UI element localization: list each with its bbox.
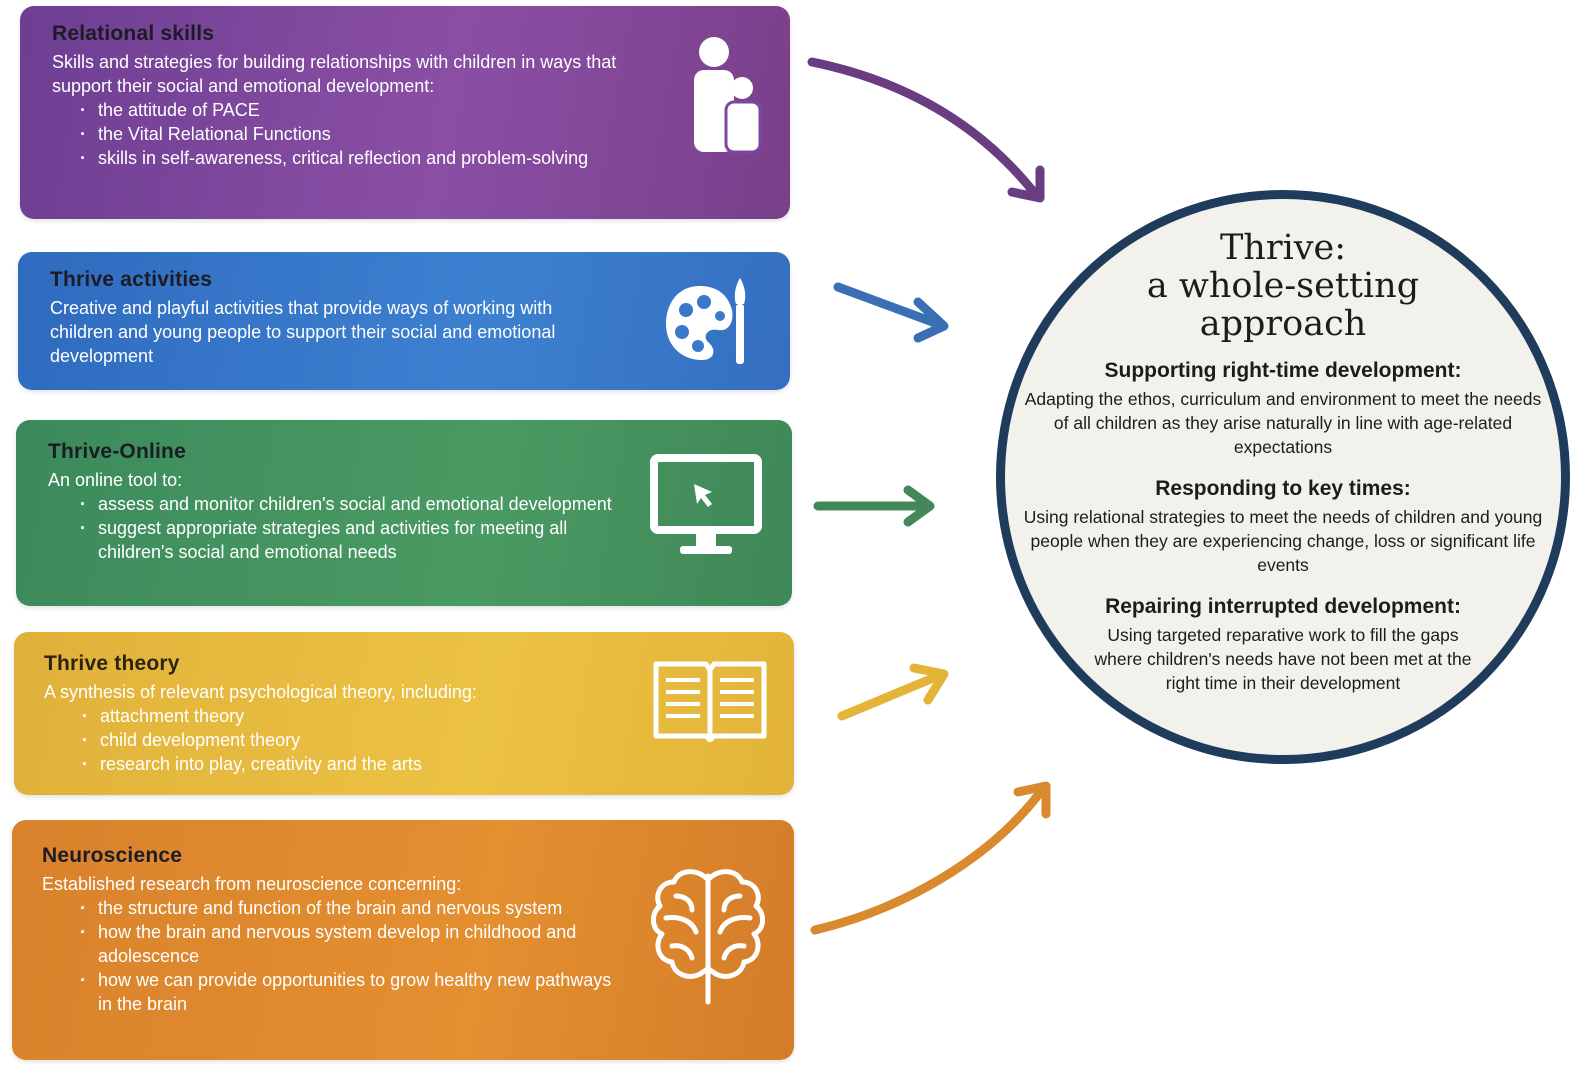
list-item: skills in self-awareness, critical refle… xyxy=(80,146,620,170)
thrive-approach-circle: Thrive: a whole-setting approach Support… xyxy=(996,190,1570,764)
panel-title: Relational skills xyxy=(52,22,215,45)
circle-title-line: Thrive: xyxy=(1219,228,1347,268)
circle-title-line: a whole-setting xyxy=(1146,266,1420,306)
section-heading: Repairing interrupted development: xyxy=(1105,595,1461,618)
palette-and-brush-icon xyxy=(664,276,750,371)
panel-intro: Established research from neuroscience c… xyxy=(42,874,462,894)
circle-title: Thrive: a whole-setting approach xyxy=(1065,229,1501,343)
arrow-relational xyxy=(807,57,1037,195)
list-item: attachment theory xyxy=(82,704,624,728)
circle-title-line: approach xyxy=(1199,304,1367,344)
section-text: Using targeted reparative work to fill t… xyxy=(1094,625,1472,693)
list-item: the structure and function of the brain … xyxy=(80,896,624,920)
section-text: Adapting the ethos, curriculum and envir… xyxy=(1024,389,1542,457)
panel-intro: An online tool to: xyxy=(48,470,183,490)
computer-monitor-icon xyxy=(650,454,762,563)
list-item: the attitude of PACE xyxy=(80,98,620,122)
panel-intro: A synthesis of relevant psychological th… xyxy=(44,682,477,702)
arrowhead-activities xyxy=(913,297,949,343)
circle-section-right-time: Supporting right-time development: Adapt… xyxy=(1023,359,1543,459)
open-book-icon xyxy=(652,658,768,747)
arrowhead-relational xyxy=(1007,165,1045,203)
list-item: how the brain and nervous system develop… xyxy=(80,920,624,968)
list-item: the Vital Relational Functions xyxy=(80,122,620,146)
bullet-list: the attitude of PACE the Vital Relationa… xyxy=(52,98,620,170)
arrowhead-theory xyxy=(909,663,949,705)
bullet-list: assess and monitor children's social and… xyxy=(48,492,622,564)
panel-intro: Creative and playful activities that pro… xyxy=(50,298,556,366)
list-item: assess and monitor children's social and… xyxy=(80,492,622,516)
arrowhead-online xyxy=(903,485,935,527)
circle-section-key-times: Responding to key times: Using relationa… xyxy=(1023,477,1543,577)
panel-intro: Skills and strategies for building relat… xyxy=(52,52,617,96)
list-item: suggest appropriate strategies and activ… xyxy=(80,516,622,564)
arrow-theory xyxy=(837,671,943,721)
panel-thrive-online: Thrive-Online An online tool to: assess … xyxy=(16,420,792,606)
list-item: child development theory xyxy=(82,728,624,752)
panel-neuroscience: Neuroscience Established research from n… xyxy=(12,820,794,1060)
list-item: research into play, creativity and the a… xyxy=(82,752,624,776)
panel-thrive-activities: Thrive activities Creative and playful a… xyxy=(18,252,790,390)
section-heading: Responding to key times: xyxy=(1155,477,1411,500)
circle-section-interrupted: Repairing interrupted development: Using… xyxy=(1023,595,1543,695)
bullet-list: the structure and function of the brain … xyxy=(42,896,624,1016)
section-text: Using relational strategies to meet the … xyxy=(1023,507,1543,575)
arrow-neuro xyxy=(810,785,1047,935)
panel-thrive-theory: Thrive theory A synthesis of relevant ps… xyxy=(14,632,794,795)
brain-icon xyxy=(648,866,768,1011)
list-item: how we can provide opportunities to grow… xyxy=(80,968,624,1016)
panel-title: Thrive theory xyxy=(44,652,180,675)
section-heading: Supporting right-time development: xyxy=(1104,359,1462,382)
arrow-activities xyxy=(833,282,943,329)
adult-and-child-icon xyxy=(692,36,762,159)
panel-title: Thrive activities xyxy=(50,268,213,291)
bullet-list: attachment theory child development theo… xyxy=(44,704,624,776)
panel-relational-skills: Relational skills Skills and strategies … xyxy=(20,6,790,219)
panel-title: Thrive-Online xyxy=(48,440,186,463)
arrowhead-neuro xyxy=(1013,781,1051,819)
panel-title: Neuroscience xyxy=(42,844,183,867)
